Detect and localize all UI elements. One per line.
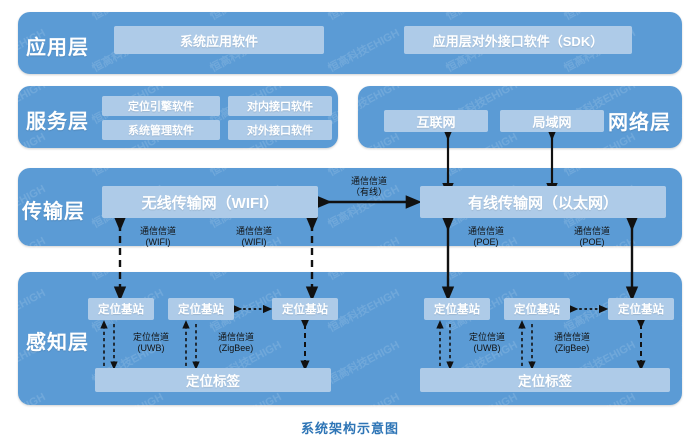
network-box-lan[interactable]: 局域网 [500,110,604,132]
network-box-internet[interactable]: 互联网 [384,110,488,132]
network-layer-title: 网络层 [608,112,671,134]
channel-label-wifi-right: 通信信道 (WIFI) [235,226,272,247]
channel-label-wired-center: 通信信道 （有线） [350,176,387,197]
service-layer-title: 服务层 [26,111,89,133]
base-station-1[interactable]: 定位基站 [88,298,154,320]
service-box-external-interface[interactable]: 对外接口软件 [228,120,332,140]
channel-label-poe-right: 通信信道 (POE) [573,226,610,247]
base-station-6[interactable]: 定位基站 [608,298,674,320]
positioning-tag-right[interactable]: 定位标签 [420,368,670,392]
transport-layer-title: 传输层 [22,201,85,223]
base-station-3[interactable]: 定位基站 [272,298,338,320]
channel-label-uwb-left: 定位信道 (UWB) [132,332,169,353]
perception-layer-title: 感知层 [26,332,89,354]
channel-label-poe-left: 通信信道 (POE) [467,226,504,247]
channel-label-uwb-right: 定位信道 (UWB) [468,332,505,353]
transport-box-wired-ethernet[interactable]: 有线传输网（以太网） [420,186,666,218]
base-station-2[interactable]: 定位基站 [168,298,234,320]
figure-caption: 系统架构示意图 [300,421,399,436]
service-box-internal-interface[interactable]: 对内接口软件 [228,96,332,116]
channel-label-wifi-left: 通信信道 (WIFI) [139,226,176,247]
base-station-5[interactable]: 定位基站 [504,298,570,320]
service-box-positioning-engine[interactable]: 定位引擎软件 [102,96,220,116]
app-box-external-interface-sdk[interactable]: 应用层对外接口软件（SDK） [404,26,632,54]
channel-label-zigbee-left: 通信信道 (ZigBee) [217,332,254,353]
application-layer-title: 应用层 [26,37,89,59]
app-box-system-application-software[interactable]: 系统应用软件 [114,26,324,54]
base-station-4[interactable]: 定位基站 [424,298,490,320]
channel-label-zigbee-right: 通信信道 (ZigBee) [553,332,590,353]
positioning-tag-left[interactable]: 定位标签 [95,368,331,392]
transport-box-wireless-wifi[interactable]: 无线传输网（WIFI） [102,186,318,218]
service-box-system-management[interactable]: 系统管理软件 [102,120,220,140]
